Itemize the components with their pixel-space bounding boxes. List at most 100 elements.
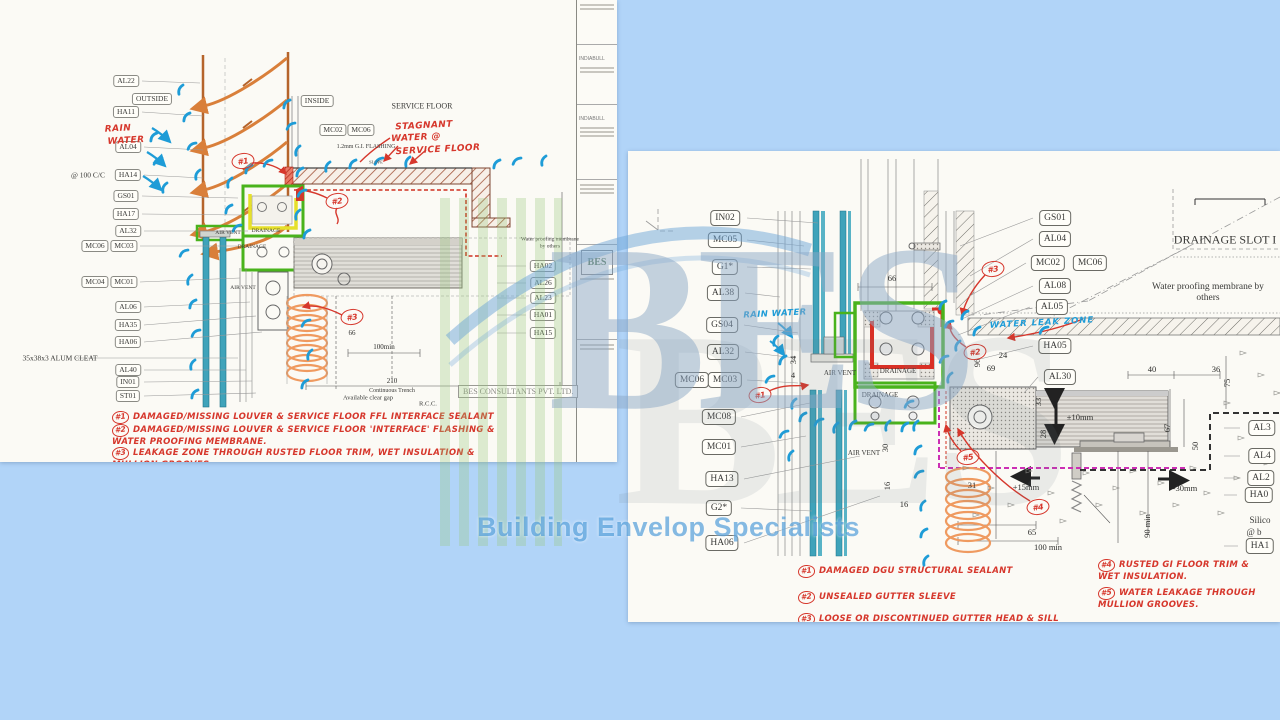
component-tag-label: AL2 xyxy=(1247,470,1275,486)
water-droplet-mark xyxy=(903,399,915,409)
defect-note-number: #2 xyxy=(111,423,130,438)
water-droplet-mark xyxy=(294,144,302,157)
drainage-label: DRAINAGE xyxy=(237,244,267,250)
water-droplet-mark xyxy=(863,422,875,432)
concrete-speckle xyxy=(1157,480,1165,486)
leader-line xyxy=(740,435,807,448)
dimension-text: 50 xyxy=(1190,441,1200,451)
component-tag-label: HA05 xyxy=(1038,338,1072,354)
clear-gap-label: Available clear gap xyxy=(342,394,394,402)
concrete-speckle xyxy=(972,512,980,518)
leader-line xyxy=(740,402,811,418)
leader-line xyxy=(143,380,253,383)
component-tag-label: AL40 xyxy=(115,364,141,376)
water-droplet-mark xyxy=(912,419,920,432)
component-tag-label: AL06 xyxy=(115,301,141,313)
water-droplet-mark xyxy=(186,141,198,151)
defect-note-number: #1 xyxy=(111,410,130,425)
dimension-text: 34 xyxy=(788,355,798,365)
component-tag-label: G1* xyxy=(711,259,739,275)
component-tag-label: AL08 xyxy=(1038,278,1072,294)
water-droplet-mark xyxy=(960,309,970,321)
component-tag-label: HA02 xyxy=(529,260,557,272)
water-droplet-mark xyxy=(943,319,955,329)
leader-line xyxy=(969,238,1034,277)
component-tag-label: HA01 xyxy=(529,309,557,321)
concrete-speckle xyxy=(1257,372,1265,378)
component-tag-label: AL32 xyxy=(706,344,740,360)
component-tag-label: AL32 xyxy=(115,225,141,237)
water-droplet-mark xyxy=(149,131,159,143)
concrete-speckle xyxy=(1223,400,1231,406)
component-tag-label: AL23 xyxy=(530,292,556,304)
dimension-text: 66 xyxy=(887,273,897,283)
dimension-text: ±10mm xyxy=(1066,412,1094,422)
water-droplet-mark xyxy=(832,421,840,434)
defect-note-number: #4 xyxy=(1097,558,1116,573)
leader-line xyxy=(746,217,819,224)
dimension-text: 16 xyxy=(899,499,909,509)
water-droplet-mark xyxy=(190,328,202,338)
component-tag-label: AL05 xyxy=(1035,299,1069,315)
silicone-note: @ b xyxy=(1246,527,1262,537)
water-droplet-mark xyxy=(161,181,169,194)
dimension-text: 75 xyxy=(1222,378,1232,388)
water-droplet-mark xyxy=(178,248,190,258)
waterproofing-note: Water proofing membrane by others xyxy=(1152,282,1264,303)
component-tag-label: HA14 xyxy=(114,169,142,181)
water-droplet-mark xyxy=(282,98,292,110)
water-droplet-mark xyxy=(302,228,312,240)
concrete-speckle xyxy=(1233,475,1241,481)
leader-line xyxy=(743,455,861,480)
component-tag-label: GS01 xyxy=(1039,210,1071,226)
dimension-text: 67 xyxy=(1162,423,1172,433)
component-tag-label: HA13 xyxy=(705,471,739,487)
leader-line xyxy=(979,345,1034,360)
dimension-text: 65 xyxy=(1027,527,1037,537)
water-droplet-mark xyxy=(900,421,910,433)
leader-line xyxy=(743,324,799,334)
dimension-text: 31 xyxy=(967,480,977,490)
leader-line xyxy=(143,174,204,179)
water-droplet-mark xyxy=(300,378,310,390)
water-droplet-mark xyxy=(772,334,780,347)
leader-line xyxy=(141,195,239,199)
water-droplet-mark xyxy=(186,273,194,286)
leader-line xyxy=(961,285,1034,320)
water-droplet-mark xyxy=(285,121,297,131)
air-vent-label: AIR VENT xyxy=(823,369,857,377)
concrete-speckle xyxy=(987,485,995,491)
dimension-text: 40 xyxy=(1147,364,1157,374)
water-droplet-mark xyxy=(306,348,314,361)
component-tag-label: MC04 xyxy=(81,276,109,288)
water-droplet-mark xyxy=(790,397,798,410)
water-droplet-mark xyxy=(972,325,982,337)
water-droplet-mark xyxy=(177,83,185,96)
leader-line xyxy=(967,262,1027,298)
component-tag-label: AL38 xyxy=(706,285,740,301)
dimension-text: 210 xyxy=(386,377,398,385)
water-droplet-mark xyxy=(324,160,332,173)
dimension-text: 100 min xyxy=(1033,542,1063,552)
service-floor-label: SERVICE FLOOR xyxy=(391,101,453,111)
trench-label: Continuous Trench xyxy=(369,388,415,394)
rain-water-note: RAIN xyxy=(104,123,132,135)
silicone-note: Silico xyxy=(1249,515,1271,525)
leader-line xyxy=(743,495,881,544)
inside-label: INSIDE xyxy=(300,95,334,107)
water-droplet-mark xyxy=(798,411,808,423)
dimension-text: -30mm xyxy=(1172,483,1198,493)
concrete-speckle xyxy=(1082,470,1090,476)
component-tag-label: HA06 xyxy=(114,336,142,348)
air-vent-label: AIR VENT xyxy=(230,285,256,291)
component-tag-label: MC06 xyxy=(81,240,109,252)
concrete-speckle xyxy=(1239,350,1247,356)
component-tag-label: MC03 xyxy=(707,372,743,388)
